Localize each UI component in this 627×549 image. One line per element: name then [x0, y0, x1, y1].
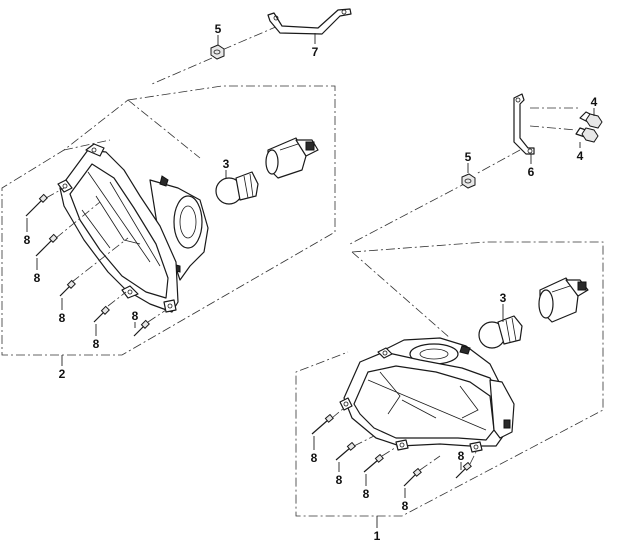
headlight-housing-left: [57, 143, 209, 313]
screws-8-right: [311, 407, 477, 487]
callout-8: 8: [132, 309, 139, 323]
callout-3-left: 3: [223, 157, 230, 171]
callout-3-right: 3: [500, 291, 507, 305]
callout-7: 7: [312, 45, 319, 59]
bracket-6: [513, 93, 535, 155]
callout-8: 8: [59, 311, 66, 325]
socket-right: [538, 277, 589, 323]
callout-8: 8: [458, 449, 465, 463]
nut-5-right: [461, 173, 476, 189]
screws-8-left: [25, 187, 167, 337]
bracket-7: [267, 8, 352, 35]
callout-8: 8: [311, 451, 318, 465]
bolt-leader-bottom: [529, 125, 577, 131]
socket-left: [265, 137, 319, 179]
left-nut-leader: [151, 57, 213, 85]
bulb-3-left: [215, 171, 259, 205]
right-bracket-leader: [475, 149, 521, 175]
callout-5-right: 5: [465, 150, 472, 164]
right-assembly-boundary: [295, 241, 604, 517]
callout-8: 8: [24, 233, 31, 247]
left-bracket-leader: [221, 25, 279, 51]
callout-6: 6: [528, 165, 535, 179]
headlight-housing-right: [339, 337, 515, 453]
callout-5-left: 5: [215, 22, 222, 36]
callout-2: 2: [59, 367, 66, 381]
left-assembly-boundary: [1, 85, 336, 356]
callout-1: 1: [374, 529, 381, 543]
callout-8: 8: [336, 473, 343, 487]
callout-8: 8: [402, 499, 409, 513]
callout-8: 8: [363, 487, 370, 501]
right-nut-leader: [349, 181, 469, 245]
nut-5-left: [210, 44, 225, 60]
callout-4-top: 4: [591, 95, 598, 109]
callout-8: 8: [93, 337, 100, 351]
callout-8: 8: [34, 271, 41, 285]
bulb-3-right: [478, 315, 523, 349]
callout-leaders: [26, 33, 595, 528]
bolts-4: [575, 111, 603, 143]
callout-4-bottom: 4: [577, 149, 584, 163]
